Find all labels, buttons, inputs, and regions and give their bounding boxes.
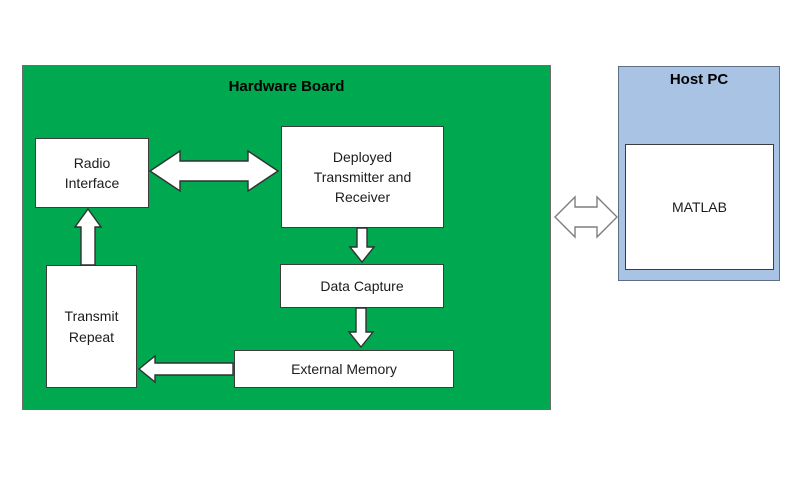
node-matlab: MATLAB [625,144,774,270]
node-transmit-repeat: Transmit Repeat [46,265,137,388]
double-arrow-board-hostpc-icon [554,195,618,239]
hardware-board-title: Hardware Board [228,78,345,95]
host-pc-container: Host PC MATLAB [618,66,780,281]
host-pc-title: Host PC [669,71,729,88]
node-deployed-transmitter-receiver: Deployed Transmitter and Receiver [281,126,444,228]
node-radio-interface: Radio Interface [35,138,149,208]
node-external-memory: External Memory [234,350,454,388]
hardware-board-container: Hardware Board Radio Interface Deployed … [22,65,551,410]
node-data-capture: Data Capture [280,264,444,308]
